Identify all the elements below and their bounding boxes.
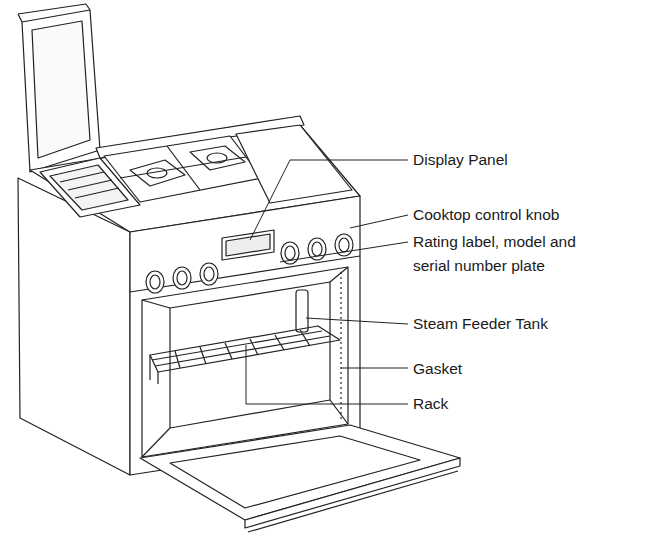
door-gasket: [340, 272, 341, 420]
part-label: Display Panel: [413, 148, 633, 172]
display-window: [226, 234, 270, 256]
oven-rack: [150, 326, 340, 384]
pan-rib: [68, 180, 112, 190]
griddle-plate: [236, 125, 352, 203]
oven-opening: [142, 267, 348, 457]
part-label: Steam Feeder Tank: [413, 312, 633, 336]
burner-cap: [207, 153, 227, 163]
leader-lines: [246, 160, 408, 404]
cooktop-lid: [22, 10, 100, 172]
door-inner-panel: [170, 436, 420, 508]
part-label: Gasket: [413, 357, 633, 381]
display-screen: [222, 230, 274, 260]
lid-edge: [86, 4, 90, 10]
lid-window: [32, 21, 90, 158]
door-handle: [248, 471, 458, 532]
side-panel: [18, 178, 130, 475]
cavity-edge: [330, 267, 348, 282]
part-label: Rack: [413, 392, 633, 416]
grate-bar: [190, 146, 245, 170]
burner-cap: [147, 168, 167, 178]
lid-edge: [18, 14, 22, 22]
pan-rib: [60, 172, 104, 182]
grate-bar: [167, 146, 200, 190]
steam-tank: [296, 290, 308, 332]
cavity-edge: [142, 300, 170, 308]
part-label: Cooktop control knob: [413, 203, 633, 227]
part-label: Rating label, model and serial number pl…: [413, 230, 613, 278]
pan-rib: [75, 188, 119, 198]
burner-grate: [104, 136, 262, 202]
oven-back-wall: [170, 282, 330, 428]
cavity-edge: [142, 428, 170, 457]
grate-bar: [130, 160, 185, 186]
lid-edge: [18, 4, 86, 14]
